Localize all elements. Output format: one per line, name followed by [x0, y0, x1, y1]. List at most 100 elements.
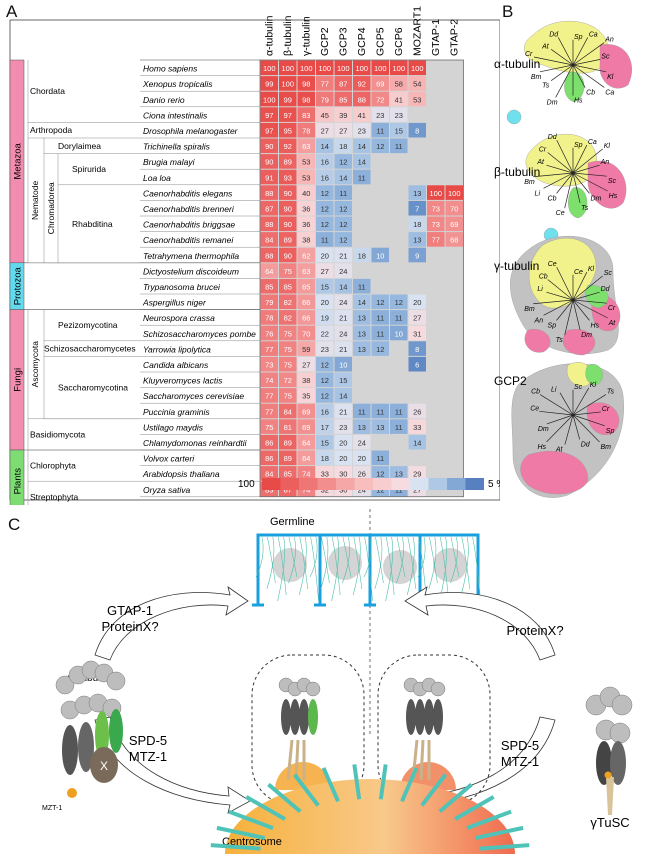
tree-branch	[572, 37, 589, 66]
cell-value: 38	[302, 236, 310, 245]
species-label: Kluyveromyces lactis	[143, 376, 223, 386]
cell-value: 77	[432, 236, 440, 245]
cell-value: 13	[413, 189, 421, 198]
scale-swatch	[373, 478, 392, 490]
column-header: GTAP-2	[448, 19, 460, 56]
column-header: GCP6	[393, 27, 405, 56]
heat-cell	[316, 450, 334, 466]
heat-cell	[353, 434, 371, 450]
heat-cell	[316, 388, 334, 403]
heat-cell	[260, 107, 278, 122]
tree-leaf-label: Kl	[604, 143, 611, 150]
tree-clade-blob	[587, 160, 627, 209]
cell-value: 13	[358, 345, 366, 354]
heat-cell	[260, 232, 278, 247]
heat-cell	[390, 107, 408, 122]
heat-cell	[316, 403, 334, 419]
heat-cell	[297, 91, 315, 107]
species-label: Dictyostelium discoideum	[143, 266, 239, 276]
heat-cell	[408, 310, 426, 325]
cell-value: 65	[302, 283, 310, 292]
column-header: MOZART1	[411, 6, 423, 56]
cell-value: 78	[265, 314, 273, 323]
cell-value: 70	[302, 329, 310, 338]
cell-value: 88	[265, 189, 273, 198]
cell-value: 15	[321, 283, 329, 292]
cell-value: 13	[376, 423, 384, 432]
cell-value: 66	[302, 298, 310, 307]
tree-branch	[543, 299, 574, 316]
heat-cell	[371, 325, 389, 341]
tree-leaf-label: At	[536, 159, 545, 166]
heat-cell	[279, 107, 297, 122]
cell-value: 7	[415, 205, 419, 214]
cell-value: 12	[395, 298, 403, 307]
cell-value: 11	[358, 283, 366, 292]
heat-cell	[260, 403, 278, 419]
species-label: Candida albicans	[143, 360, 209, 370]
tree-leaf-label: Cb	[531, 389, 540, 396]
model-diagram: GermlineGTAP-1ProteinX?ProteinX?SPD-5MTZ…	[42, 509, 633, 854]
microtubule	[331, 536, 341, 596]
inset-gcp	[424, 699, 434, 735]
species-label: Neurospora crassa	[143, 313, 215, 323]
cell-value: 84	[265, 236, 273, 245]
microtubule	[363, 536, 372, 578]
scale-right: 5 %	[488, 479, 500, 490]
cell-value: 100	[448, 189, 461, 198]
species-label: Ustilago maydis	[143, 422, 204, 432]
centrosome-microtubule	[228, 809, 274, 830]
cell-value: 97	[265, 111, 273, 120]
heat-cell	[334, 169, 352, 185]
heat-cell	[353, 122, 371, 138]
protein-x-body	[90, 747, 118, 783]
tree-clade-blob	[599, 44, 632, 89]
tree-leaf-label: Dd	[549, 31, 559, 38]
cell-value: 36	[302, 205, 310, 214]
cell-value: 14	[339, 392, 347, 401]
cell-value: 90	[265, 142, 273, 151]
cell-value: 24	[358, 439, 366, 448]
cell-value: 87	[339, 80, 347, 89]
microtubule	[385, 536, 395, 596]
scale-swatch	[299, 478, 318, 490]
species-label: Arabidopsis thaliana	[142, 469, 220, 479]
scale-swatch	[391, 478, 410, 490]
heat-cell	[353, 138, 371, 154]
cell-value: 38	[302, 376, 310, 385]
microtubule	[417, 536, 426, 578]
cell-value: 11	[376, 127, 384, 136]
heat-cell	[334, 388, 352, 403]
arrow-top-left	[94, 586, 249, 661]
microtubule	[450, 536, 458, 584]
gtusc-complex	[585, 686, 633, 815]
cell-value: 23	[376, 111, 384, 120]
heat-cell	[334, 107, 352, 122]
cell-value: 14	[358, 298, 366, 307]
heat-cell	[390, 403, 408, 419]
cell-value: 86	[265, 439, 273, 448]
column-header: GCP5	[374, 27, 386, 56]
heat-cell	[353, 60, 371, 76]
cell-value: 69	[376, 80, 384, 89]
cell-value: 99	[284, 95, 292, 104]
group-label: Schizosaccharomycetes	[44, 344, 136, 354]
tree-clade-blob	[506, 109, 522, 125]
heat-cell	[297, 76, 315, 91]
species-label: Caenorhabditis remanei	[143, 235, 234, 245]
cell-value: 81	[284, 423, 292, 432]
species-label: Schizosaccharomyces pombe	[143, 329, 256, 339]
cell-value: 64	[265, 267, 273, 276]
cell-value: 97	[265, 127, 273, 136]
heat-cell	[279, 60, 297, 76]
cell-value: 23	[321, 345, 329, 354]
tree-branch	[556, 266, 574, 301]
heat-cell	[390, 60, 408, 76]
heat-cell	[316, 200, 334, 216]
cell-value: 75	[284, 392, 292, 401]
group-label: Basidiomycota	[30, 429, 86, 439]
tree-branch	[572, 299, 581, 331]
heat-cell	[408, 356, 426, 372]
cell-value: 11	[376, 329, 384, 338]
